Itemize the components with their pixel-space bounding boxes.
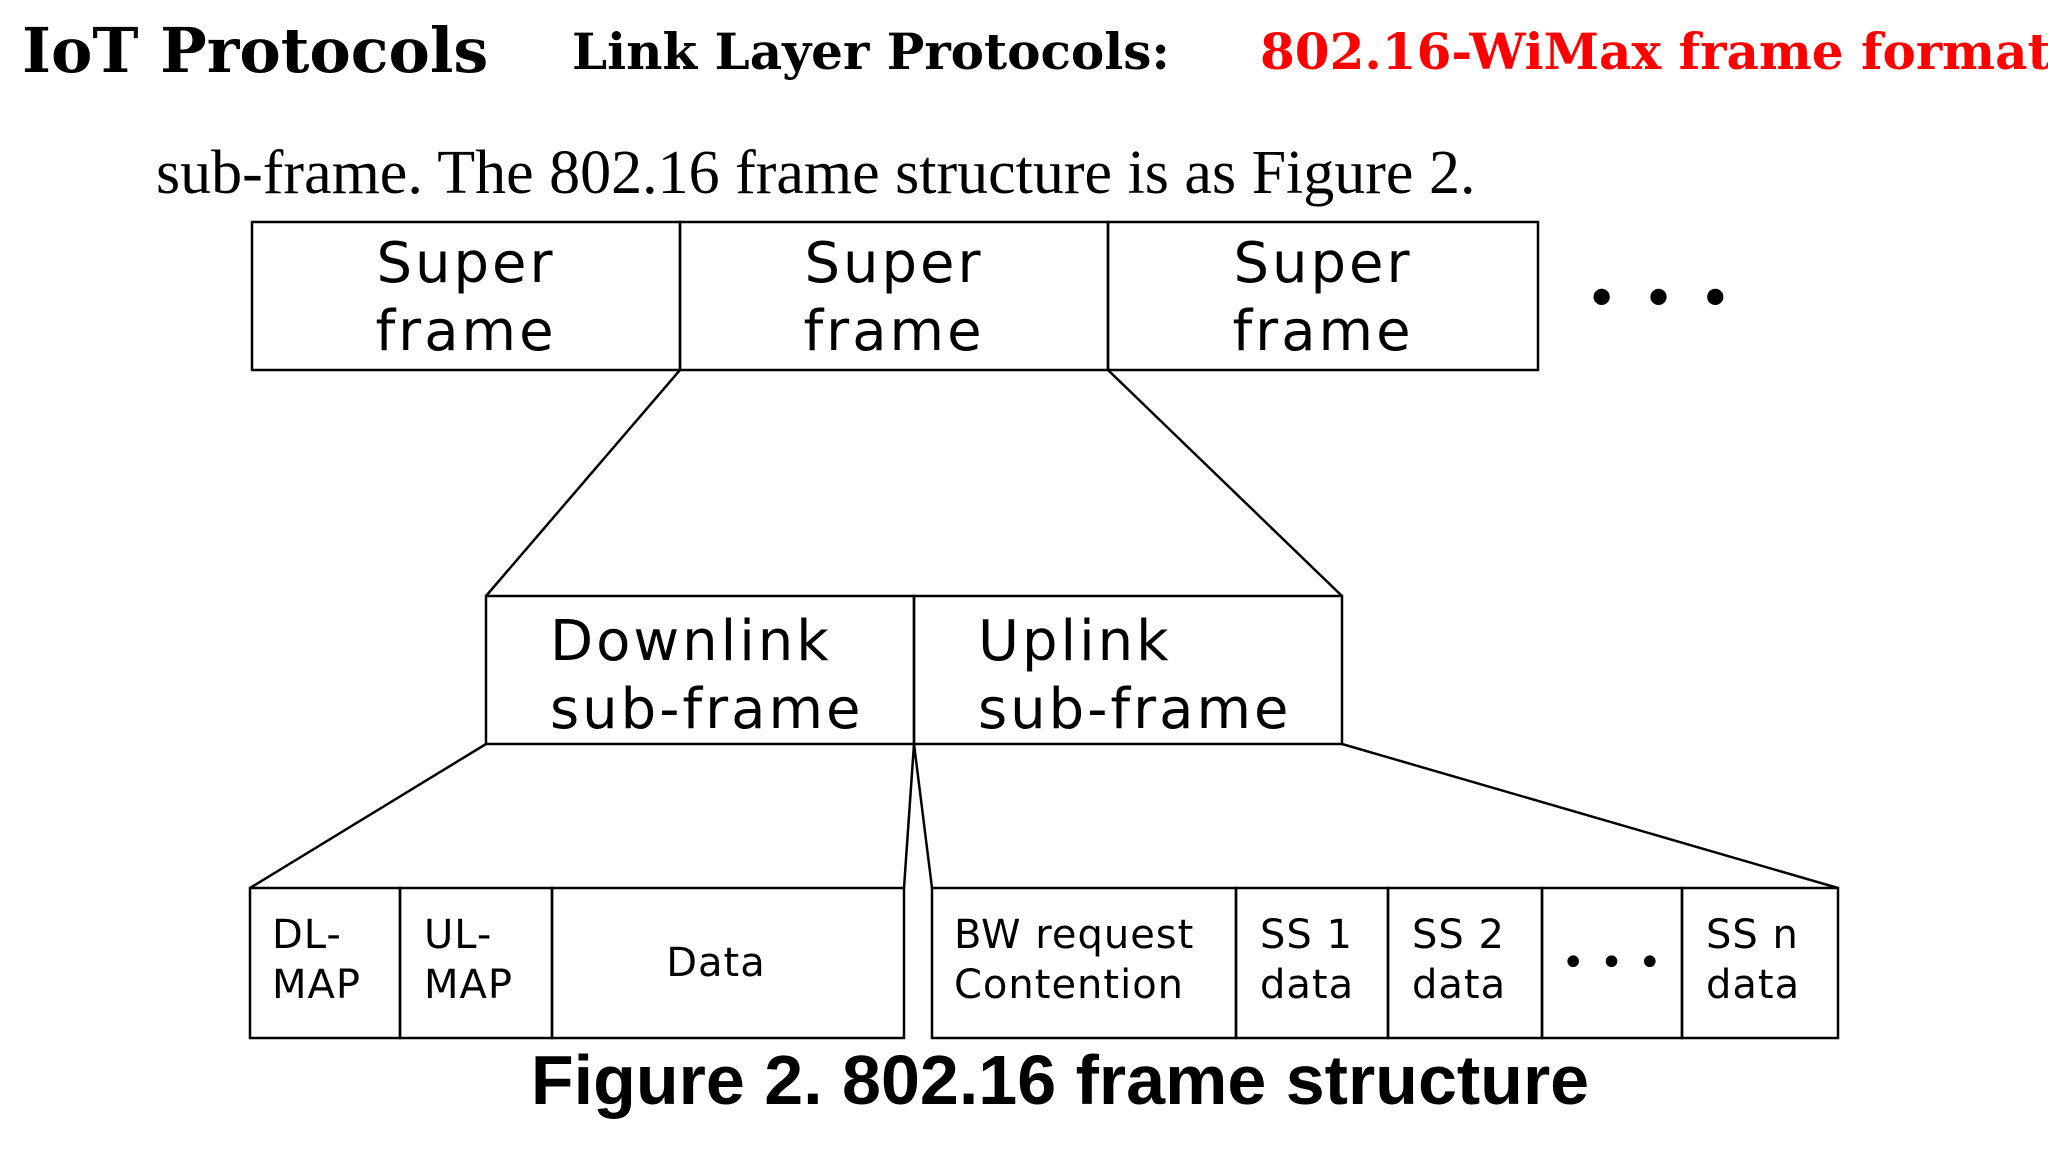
downlink-subframe-label: sub-frame bbox=[550, 677, 863, 742]
intro-sentence: sub-frame. The 802.16 frame structure is… bbox=[156, 139, 1476, 207]
superframe-label: Super bbox=[376, 231, 555, 296]
field-label: data bbox=[1412, 962, 1506, 1008]
zoom-line bbox=[1107, 369, 1343, 597]
field-label: • • • bbox=[1561, 940, 1662, 986]
superframe-label: Super bbox=[1233, 231, 1412, 296]
page-title: IoT Protocols bbox=[22, 14, 489, 87]
field-label: Contention bbox=[954, 962, 1184, 1008]
field-label: DL- bbox=[272, 912, 342, 958]
figure-caption: Figure 2. 802.16 frame structure bbox=[531, 1041, 1589, 1119]
zoom-line bbox=[902, 743, 916, 889]
ellipsis-marker: • • • bbox=[1585, 267, 1735, 332]
superframe-label: Super bbox=[804, 231, 983, 296]
superframe-label: frame bbox=[1232, 299, 1413, 364]
field-label: SS 2 bbox=[1412, 912, 1505, 958]
superframe-label: frame bbox=[803, 299, 984, 364]
ssn-data-field bbox=[1680, 886, 1840, 1040]
field-label: BW request bbox=[954, 912, 1194, 958]
superframe-label: frame bbox=[375, 299, 556, 364]
uplink-subframe-label: sub-frame bbox=[978, 677, 1291, 742]
field-label: MAP bbox=[424, 962, 513, 1008]
zoom-line bbox=[249, 742, 487, 890]
downlink-subframe-label: Downlink bbox=[550, 609, 832, 674]
field-label: Data bbox=[666, 940, 766, 986]
field-label: data bbox=[1260, 962, 1354, 1008]
zoom-line bbox=[1341, 742, 1839, 890]
field-label: MAP bbox=[272, 962, 361, 1008]
uplink-subframe-label: Uplink bbox=[978, 609, 1172, 674]
section-subtitle: Link Layer Protocols: bbox=[572, 22, 1170, 81]
field-label: SS 1 bbox=[1260, 912, 1353, 958]
zoom-line bbox=[912, 743, 934, 889]
superframe-box-3 bbox=[1106, 220, 1540, 372]
zoom-line bbox=[485, 369, 681, 597]
field-label: SS n bbox=[1706, 912, 1799, 958]
field-label: UL- bbox=[424, 912, 492, 958]
data-field bbox=[550, 886, 906, 1040]
topic-heading: 802.16-WiMax frame format bbox=[1260, 22, 2048, 81]
field-label: data bbox=[1706, 962, 1800, 1008]
uplink-subframe-box bbox=[912, 594, 1344, 746]
